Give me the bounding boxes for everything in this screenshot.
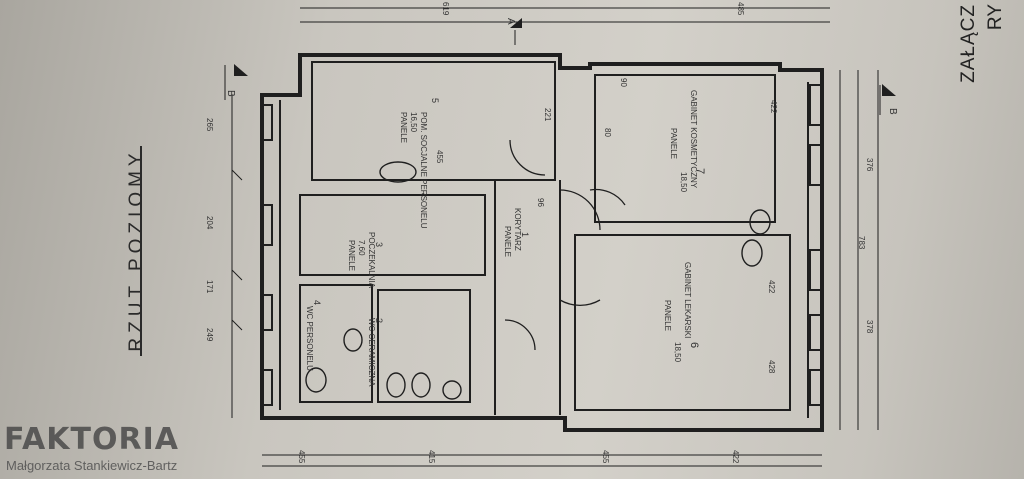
dim-left-4: 249	[205, 328, 214, 342]
watermark-person: Małgorzata Stankiewicz-Bartz	[6, 458, 178, 473]
room-6-name: GABINET LEKARSKI	[683, 262, 692, 339]
room-5-area: 16,50	[409, 112, 418, 133]
room-4-number: 4	[312, 300, 322, 306]
room-1-name: KORYTARZ	[513, 208, 522, 251]
dim-top-2: 485	[736, 2, 745, 16]
dim-right-2: 783	[857, 236, 866, 250]
section-mark-b-left: B	[225, 90, 236, 97]
dim-bottom-2: 415	[427, 450, 436, 464]
dim-bottom-4: 422	[731, 450, 740, 464]
dim-room6-1: 422	[767, 280, 776, 294]
dim-top-1: 619	[441, 2, 450, 16]
room-7-name: GABINET KOSMETYCZNY	[689, 90, 698, 189]
room-3-name: POCZEKALNIA	[367, 232, 376, 289]
dim-room5-3: 96	[536, 198, 545, 207]
room-3-floor: PANELE	[347, 240, 356, 271]
dim-bottom-3: 455	[601, 450, 610, 464]
room-5-number: 5	[430, 98, 440, 104]
dim-room6-2: 428	[767, 360, 776, 374]
room-6-area: 18,50	[673, 342, 682, 363]
dim-left-3: 171	[205, 280, 214, 294]
room-6-number: 6	[688, 342, 700, 349]
dim-bottom-1: 455	[297, 450, 306, 464]
room-5-floor: PANELE	[399, 112, 408, 143]
room-3-area: 7,60	[357, 240, 366, 256]
outer-wall	[260, 53, 824, 432]
dim-right-1: 376	[865, 158, 874, 172]
dim-room7-2: 80	[603, 128, 612, 137]
section-mark-b-right: B	[887, 108, 898, 115]
dim-left-1: 265	[205, 118, 214, 132]
room-4-name: WC PERSONELU	[305, 306, 314, 371]
room-7-area: 18,50	[679, 172, 688, 193]
dim-room7-1: 90	[619, 78, 628, 87]
title-underline	[140, 146, 142, 356]
room-2-name: WC CERAMICZNA	[367, 318, 376, 387]
room-6-floor: PANELE	[663, 300, 672, 331]
dim-left-2: 204	[205, 216, 214, 230]
dim-room5-2: 221	[543, 108, 552, 122]
watermark-brand: FAKTORIA	[4, 422, 179, 457]
dim-room5-1: 455	[435, 150, 444, 164]
dim-right-3: 378	[865, 320, 874, 334]
room-1-floor: PANELE	[503, 226, 512, 257]
room-7-floor: PANELE	[669, 128, 678, 159]
dim-room7-3: 422	[769, 100, 778, 114]
section-mark-a: A	[505, 18, 516, 25]
room-5-name: POM. SOCJALNE PERSONELU	[419, 112, 428, 229]
